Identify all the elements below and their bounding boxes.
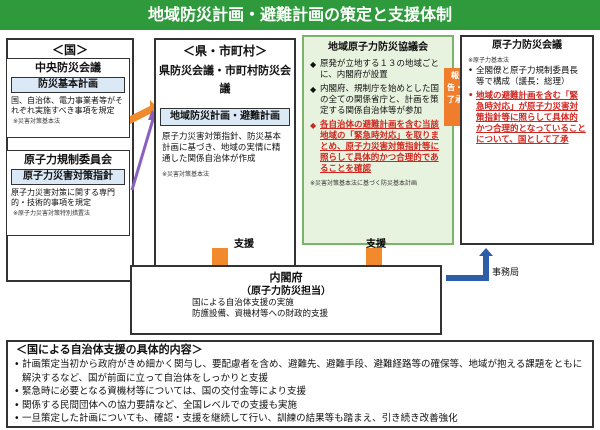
nuclear-regulation-authority: 原子力規制委員会 原子力災害対策指針 原子力災害対策に関する専門的・技術的事項を… xyxy=(6,150,130,236)
ndc-item: 全閣僚と原子力規制委員長等で構成（議長：総理） xyxy=(468,66,586,88)
support-details: ＜国による自治体支援の具体的内容＞ 計画策定当初から政府がきめ細かく関与し、要配… xyxy=(6,340,594,428)
regional-heading: 地域原子力防災協議会 xyxy=(328,42,428,53)
regional-item: 各自治体の避難計画を含む当該地域の「緊急時対応」を取りまとめ、原子力災害対策指針… xyxy=(310,120,446,175)
national-heading: ＜国＞ xyxy=(51,43,88,57)
support-item: 関係する民間団体への協力要請など、全国レベルでの支援も実施 xyxy=(14,399,586,413)
central-council-src: ※災害対策基本法 xyxy=(13,118,61,125)
support-details-heading: ＜国による自治体支援の具体的内容＞ xyxy=(16,343,203,356)
nuclear-guideline: 原子力災害対策指針 xyxy=(11,169,125,185)
secretariat-arrow-icon xyxy=(446,248,493,281)
regional-src: ※災害対策基本法に基づく防災基本計画 xyxy=(310,180,418,187)
support-item: 計画策定当初から政府がきめ細かく関与し、要配慮者を含め、避難先、避難手段、避難経… xyxy=(14,358,586,385)
support-label: 支援 xyxy=(366,239,386,250)
central-council-desc: 国、自治体、電力事業者等がそれぞれ実施すべき事項を規定 xyxy=(11,96,123,115)
central-disaster-council: 中央防災会議 防災基本計画 国、自治体、電力事業者等がそれぞれ実施すべき事項を規… xyxy=(6,58,130,138)
nuclear-disaster-council: 原子力防災会議 ※原子力基本法 全閣僚と原子力規制委員長等で構成（議長：総理） … xyxy=(460,35,594,245)
regional-item: 内閣府、規制庁を始めとした国の全ての関係省庁と、計画を策定する関係自治体等が参加 xyxy=(310,84,446,117)
cabinet-title: 内閣府 xyxy=(269,271,303,284)
nra-name: 原子力規制委員会 xyxy=(24,153,112,166)
ndc-item: 地域の避難計画を含む「緊急時対応」が原子力災害対策指針等に照らして具体的かつ合理… xyxy=(468,91,586,146)
central-council-name: 中央防災会議 xyxy=(35,61,101,74)
regional-plan: 地域防災計画・避難計画 xyxy=(160,108,290,126)
page-title: 地域防災計画・避難計画の策定と支援体制 xyxy=(0,0,600,30)
prefecture-council: 県防災会議・市町村防災会議 xyxy=(159,64,291,95)
support-arrow-icon xyxy=(212,248,228,266)
cabinet-item: 防護設備、資機材等への財政的支援 xyxy=(192,309,329,319)
cabinet-item: 国による自治体支援の実施 xyxy=(192,298,294,308)
prefecture-desc: 原子力災害対策指針、防災基本計画に基づき、地域の実情に精通した関係自治体が作成 xyxy=(162,132,282,164)
regional-item: 原発が立地する１３の地域ごとに、内閣府が設置 xyxy=(310,59,446,81)
disaster-basic-plan: 防災基本計画 xyxy=(11,77,125,93)
support-arrow-icon xyxy=(366,248,382,266)
cabinet-office: 内閣府 （原子力防災担当） 国による自治体支援の実施 防護設備、資機材等への財政… xyxy=(130,265,442,335)
support-item: 緊急時に必要となる資機材等については、国の交付金等により支援 xyxy=(14,385,586,399)
support-label: 支援 xyxy=(234,239,254,250)
support-item: 一旦策定した計画についても、確認・支援を継続して行い、訓練の結果等も踏まえ、引き… xyxy=(14,412,586,426)
plan-arrow-icon xyxy=(130,100,160,124)
prefecture-section: ＜県・市町村＞ 県防災会議・市町村防災会議 地域防災計画・避難計画 原子力災害対… xyxy=(154,38,296,282)
prefecture-src: ※災害対策基本法 xyxy=(162,171,210,178)
ndc-src: ※原子力基本法 xyxy=(468,57,510,64)
secretariat-label: 事務局 xyxy=(492,268,520,278)
nra-src: ※原子力災害対策特別措置法 xyxy=(13,210,91,217)
guideline-arrow-icon xyxy=(130,115,156,191)
nra-desc: 原子力災害対策に関する専門的・技術的事項を規定 xyxy=(11,188,115,207)
prefecture-heading: ＜県・市町村＞ xyxy=(182,44,267,58)
regional-nuclear-council: 地域原子力防災協議会 原発が立地する１３の地域ごとに、内閣府が設置 内閣府、規制… xyxy=(302,35,454,245)
ndc-heading: 原子力防災会議 xyxy=(492,40,562,51)
cabinet-subtitle: （原子力防災担当） xyxy=(241,286,331,297)
